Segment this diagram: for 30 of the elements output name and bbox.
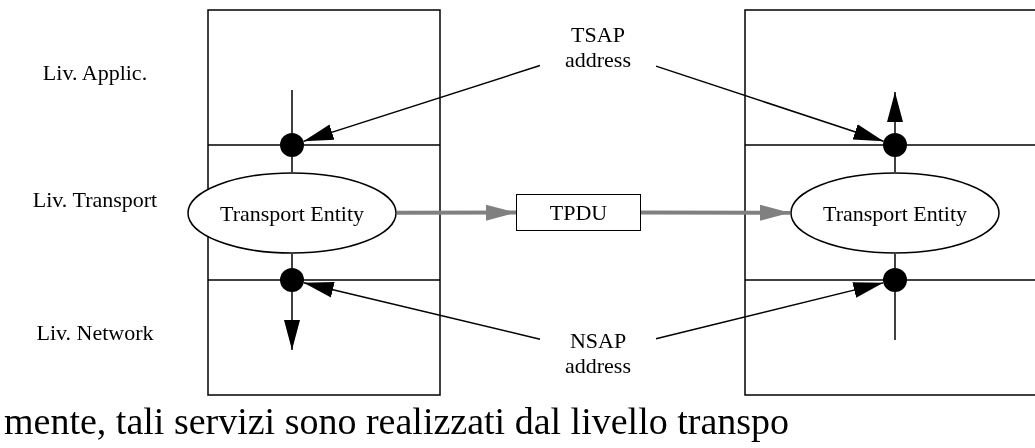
body-text-line: mente, tali servizi sono realizzati dal livello transpo (4, 399, 790, 444)
pdu-label: TPDU (549, 200, 608, 225)
arrow (284, 291, 300, 351)
pdu-box (516, 194, 641, 231)
access-point-dot (280, 133, 304, 157)
arrow (887, 91, 903, 134)
access-point-dot (280, 268, 304, 292)
layer-label: Liv. Network (35, 320, 155, 345)
connector-line (894, 253, 896, 269)
arrow (641, 204, 790, 221)
connector-line (894, 291, 896, 341)
layer-label: Liv. Applic. (41, 60, 149, 85)
connector-line (291, 89, 293, 134)
entity-ellipse (187, 172, 397, 254)
entity-ellipse (790, 172, 1000, 254)
connector-line (894, 156, 896, 173)
entity-label: Transport Entity (220, 200, 364, 226)
connector-line (291, 253, 293, 269)
arrow (397, 204, 516, 221)
callout-label: NSAP address (564, 328, 632, 378)
arrow (655, 282, 885, 340)
entity-label: Transport Entity (823, 200, 967, 226)
arrow (655, 65, 885, 142)
arrow (302, 64, 541, 143)
callout-label: TSAP address (564, 22, 632, 72)
layer-label: Liv. Transport (31, 187, 159, 212)
access-point-dot (883, 133, 907, 157)
connector-line (291, 156, 293, 173)
access-point-dot (883, 268, 907, 292)
arrow (302, 281, 541, 340)
